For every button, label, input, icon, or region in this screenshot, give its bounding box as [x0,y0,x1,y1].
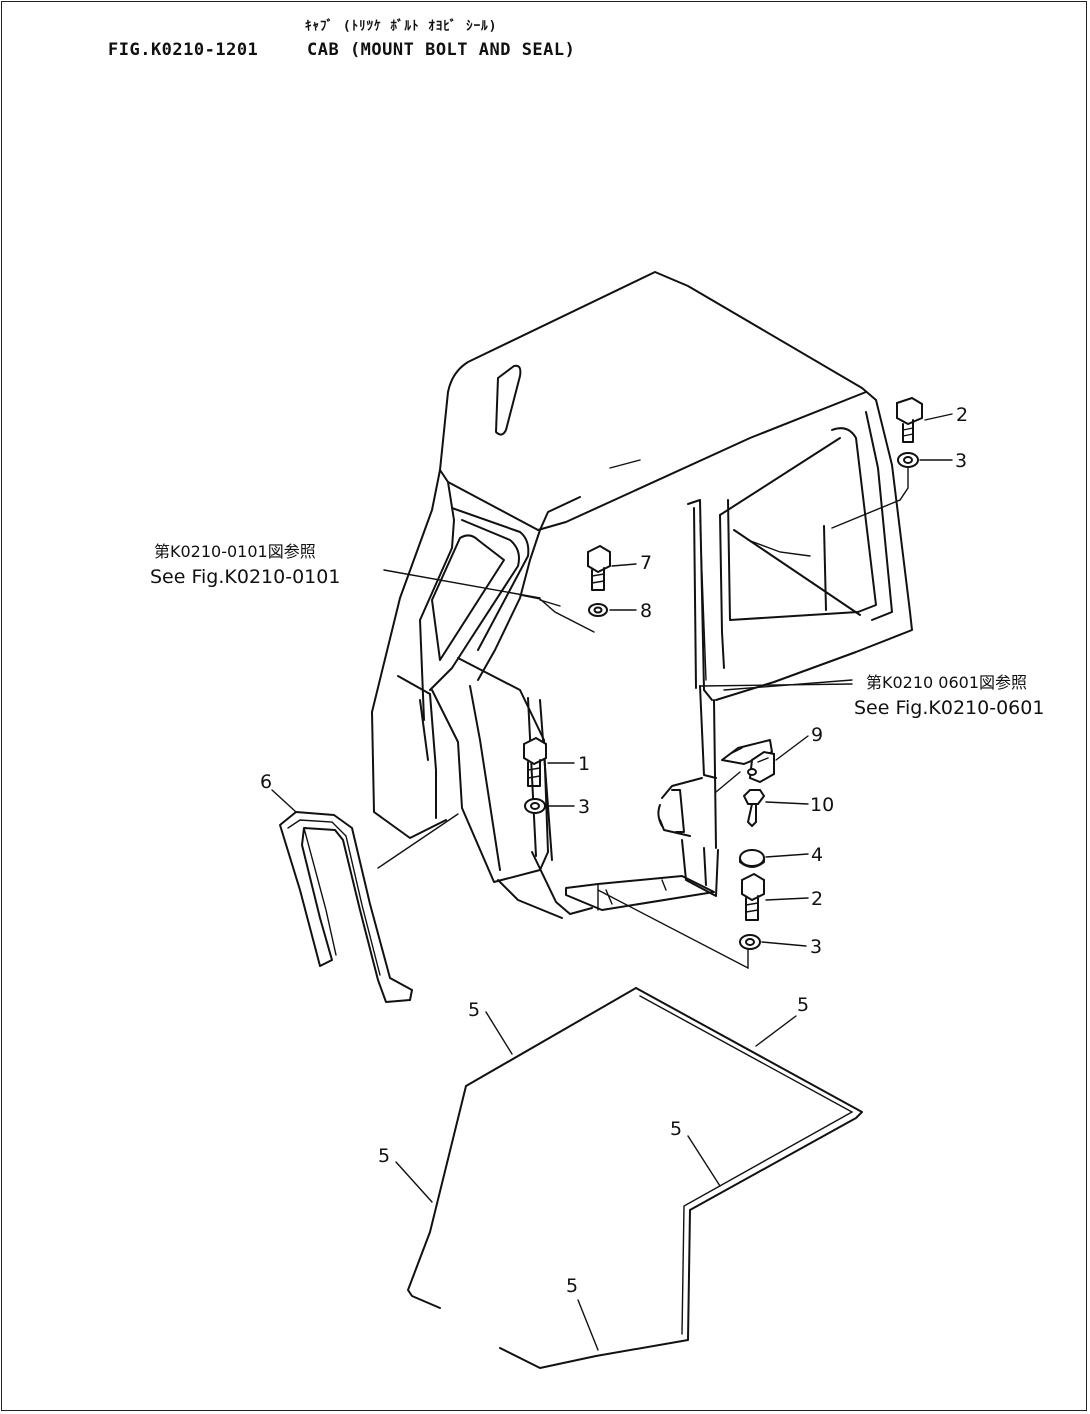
callout-3: 3 [955,450,967,472]
callout-8: 8 [640,600,652,622]
callout-7: 7 [640,552,652,574]
cab-frame-drawing [371,271,913,919]
part-5-seal-strip-drawing [407,987,863,1369]
callout-1: 1 [578,753,590,775]
callout-10: 10 [810,794,834,816]
bolt-7 [587,544,611,591]
callout-5: 5 [468,999,480,1021]
ref-2-see-figure: See Fig.K0210-0601 [854,697,1044,719]
figure-title: CAB (MOUNT BOLT AND SEAL) [307,40,576,60]
fastener-parts [523,396,923,970]
callout-leaders [271,413,953,1351]
washer-3-lower [739,934,761,950]
callout-3: 3 [810,936,822,958]
leader-2-3-upper [831,467,909,529]
callout-9: 9 [811,724,823,746]
callout-5: 5 [797,994,809,1016]
callout-4: 4 [811,844,823,866]
callout-5: 5 [670,1118,682,1140]
callout-5: 5 [378,1145,390,1167]
callout-3: 3 [578,796,590,818]
callout-5: 5 [566,1275,578,1297]
part-9 [748,750,775,784]
callout-6: 6 [260,771,272,793]
callout-2: 2 [956,404,968,426]
part-6-seal-drawing [279,811,413,1003]
bolt-2-upper [896,396,923,443]
figure-number: FIG.K0210-1201 [108,40,259,60]
callout-2: 2 [811,888,823,910]
cap-4 [739,849,765,868]
ref-1-see-figure: See Fig.K0210-0101 [150,566,340,588]
washer-3-upper [897,452,919,468]
leader-2-3-lower [597,889,749,970]
part-10 [742,768,766,827]
washer-3-middle [524,798,546,814]
ref-1-japanese: 第K0210-0101図参照 [154,542,316,561]
bolt-2-lower [741,872,765,921]
bolt-1 [523,736,547,787]
kana-title: ｷｬﾌﾞ (ﾄﾘﾂｹ ﾎﾞﾙﾄ ｵﾖﾋﾞ ｼｰﾙ) [305,19,498,34]
washer-8 [588,603,608,617]
ref-2-japanese: 第K0210 0601図参照 [866,673,1027,692]
